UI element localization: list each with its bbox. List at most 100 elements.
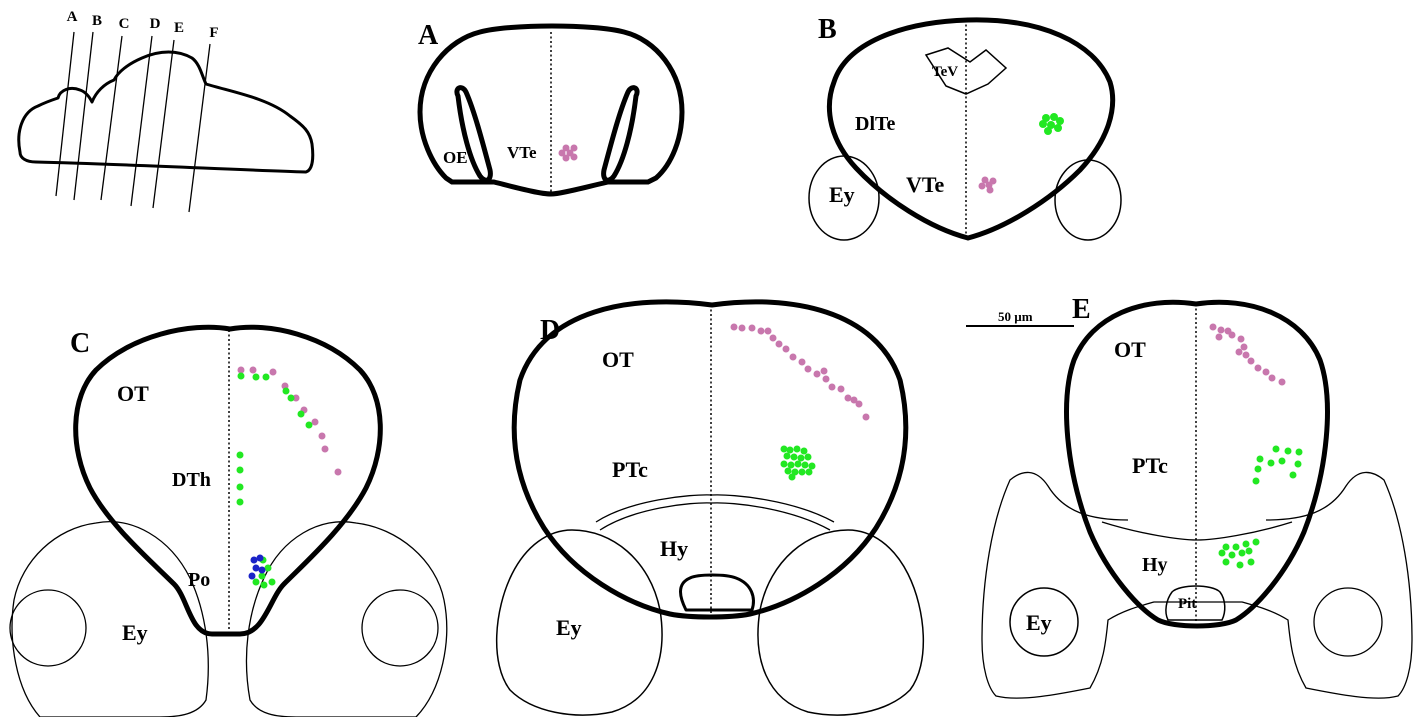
cell-marker-d-pink <box>829 384 836 391</box>
cell-marker-d-green <box>806 469 813 476</box>
cell-marker-e-green <box>1296 449 1303 456</box>
cell-marker-b-green <box>1044 127 1052 135</box>
cell-marker-c-pink <box>312 419 319 426</box>
cell-marker-d-green <box>781 446 788 453</box>
cell-marker-c-green <box>237 467 244 474</box>
section-letters: A B C D E F <box>67 9 219 41</box>
cell-marker-c-green <box>237 499 244 506</box>
label-dlte: DlTe <box>855 113 896 135</box>
cell-marker-e-green <box>1295 461 1302 468</box>
cell-marker-d-green <box>805 454 812 461</box>
label-ey-d: Ey <box>556 615 582 640</box>
cell-marker-e-pink <box>1263 369 1270 376</box>
panel-a-letter: A <box>418 20 439 51</box>
label-ptc-d: PTc <box>612 457 648 482</box>
cell-marker-d-pink <box>863 414 870 421</box>
cell-marker-c-green <box>238 373 245 380</box>
hypothalamus-boundary-upper-d <box>596 495 834 522</box>
cell-marker-c-green <box>306 422 313 429</box>
cell-marker-d-pink <box>765 328 772 335</box>
cell-marker-d-pink <box>758 328 765 335</box>
cell-marker-e-pink <box>1241 344 1248 351</box>
lens-right-c <box>362 590 438 666</box>
eye-right-d <box>758 530 923 715</box>
cell-marker-d-green <box>788 462 795 469</box>
panel-b-letter: B <box>818 14 837 45</box>
cell-marker-d-pink <box>776 341 783 348</box>
schematic-lateral-brain: A B C D E F <box>19 9 313 212</box>
section-line-e <box>153 40 174 208</box>
cell-marker-d-pink <box>845 395 852 402</box>
cell-marker-b-green <box>1054 124 1062 132</box>
label-pit: Pit <box>1178 596 1196 612</box>
cell-marker-d-pink <box>739 325 746 332</box>
section-letter-a: A <box>67 9 78 25</box>
panel-c-outline <box>76 327 381 634</box>
cell-marker-e-pink <box>1210 324 1217 331</box>
cell-marker-e-green <box>1279 458 1286 465</box>
eye-right-b <box>1055 160 1121 240</box>
label-dth: DTh <box>172 469 211 491</box>
cell-marker-e-green <box>1246 548 1253 555</box>
cell-marker-a-pink <box>571 154 578 161</box>
cell-marker-e-green <box>1253 478 1260 485</box>
cell-marker-c-green <box>237 452 244 459</box>
cell-marker-e-green <box>1273 446 1280 453</box>
label-ot-e: OT <box>1114 337 1146 362</box>
cell-marker-e-green <box>1219 550 1226 557</box>
cell-marker-c-pink <box>319 433 326 440</box>
cell-marker-e-pink <box>1216 334 1223 341</box>
cell-marker-c-blue <box>249 573 256 580</box>
cell-marker-d-green <box>798 455 805 462</box>
cell-marker-d-pink <box>749 325 756 332</box>
cell-marker-e-pink <box>1248 358 1255 365</box>
panel-d-outline <box>514 302 906 617</box>
section-lines <box>56 32 210 212</box>
cell-marker-c-pink <box>270 369 277 376</box>
cell-marker-d-pink <box>770 335 777 342</box>
cell-marker-d-pink <box>838 386 845 393</box>
eye-right-c <box>246 522 446 717</box>
cell-marker-c-green <box>265 565 272 572</box>
section-line-c <box>101 36 122 200</box>
cell-marker-b-green <box>1039 120 1047 128</box>
cell-marker-e-pink <box>1279 379 1286 386</box>
section-line-a <box>56 32 74 196</box>
cell-marker-c-green <box>269 579 276 586</box>
cell-marker-c-pink <box>250 367 257 374</box>
section-line-b <box>74 32 93 200</box>
cell-marker-d-pink <box>731 324 738 331</box>
panel-a: A OE VTe <box>418 20 682 194</box>
cell-marker-e-green <box>1233 544 1240 551</box>
eye-right-e <box>1314 588 1382 656</box>
cell-marker-e-pink <box>1243 352 1250 359</box>
label-ey-e: Ey <box>1026 610 1052 635</box>
label-po: Po <box>188 569 210 591</box>
section-letter-c: C <box>119 16 130 32</box>
label-oe: OE <box>443 148 468 167</box>
cell-marker-c-pink <box>322 446 329 453</box>
cell-marker-e-green <box>1243 541 1250 548</box>
cell-marker-e-pink <box>1236 349 1243 356</box>
cell-marker-e-green <box>1285 448 1292 455</box>
cell-marker-e-green <box>1223 559 1230 566</box>
cell-marker-c-blue <box>253 565 260 572</box>
label-tev: TeV <box>932 64 958 80</box>
cell-marker-c-green <box>253 579 260 586</box>
cell-marker-c-green <box>237 484 244 491</box>
olfactory-epithelium-right <box>604 88 637 181</box>
cell-marker-a-pink <box>563 155 570 162</box>
cell-marker-c-blue <box>257 555 264 562</box>
cell-marker-d-green <box>802 462 809 469</box>
cell-marker-d-pink <box>799 359 806 366</box>
cell-marker-d-green <box>809 463 816 470</box>
cell-marker-d-green <box>794 446 801 453</box>
scale-bar-label: 50 µm <box>998 309 1033 324</box>
cell-marker-c-green <box>283 388 290 395</box>
cell-marker-d-green <box>801 448 808 455</box>
cell-marker-d-green <box>791 454 798 461</box>
cell-marker-c-green <box>263 374 270 381</box>
label-ot-d: OT <box>602 347 634 372</box>
cell-marker-d-pink <box>823 376 830 383</box>
